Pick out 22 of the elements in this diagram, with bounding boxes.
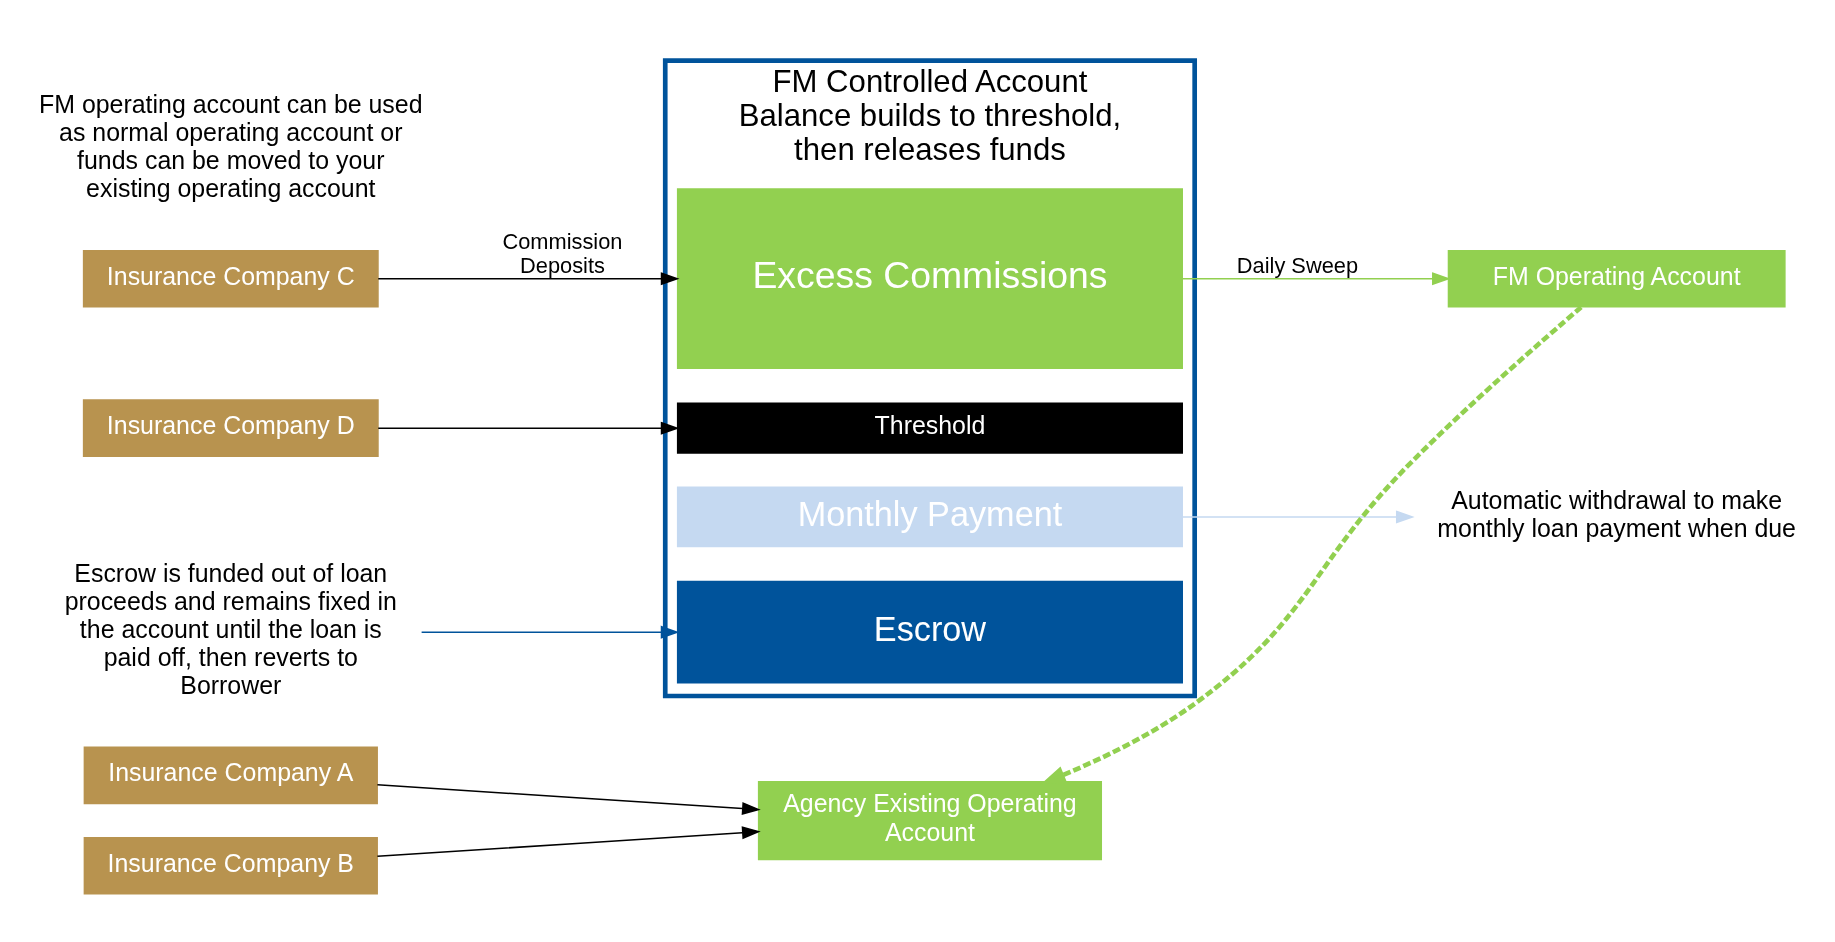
node-box: Excess Commissions [676,188,1183,369]
node-box: Insurance Company C [82,249,379,308]
node-box: Agency Existing Operating Account [757,780,1103,861]
node-text: Escrow is funded out of loan proceeds and remains fixed in the account until the loan is paid off, then reverts to Borrower [64,559,397,700]
arrow [376,826,761,858]
node-text: Automatic withdrawal to make monthly loan payment when due [1437,485,1796,542]
arrow [420,625,680,639]
edge-label: Commission Deposits [502,229,623,278]
arrow [377,272,680,286]
node-box: Insurance Company A [83,746,378,805]
node-box: Insurance Company D [82,399,379,457]
arrow [1181,272,1451,286]
node-box: Escrow [676,580,1183,684]
node-box: Insurance Company B [83,836,378,895]
node-box: Threshold [676,402,1183,454]
node-box: FM Operating Account [1447,249,1786,308]
edge-label: Daily Sweep [1236,252,1359,278]
arrow [1181,510,1415,524]
label: FM operating account can be used as normal operating account or funds can be moved to your existing operating account [39,90,423,203]
arrow [376,784,761,816]
node-box: Monthly Payment [676,486,1183,548]
arrow [377,421,680,435]
